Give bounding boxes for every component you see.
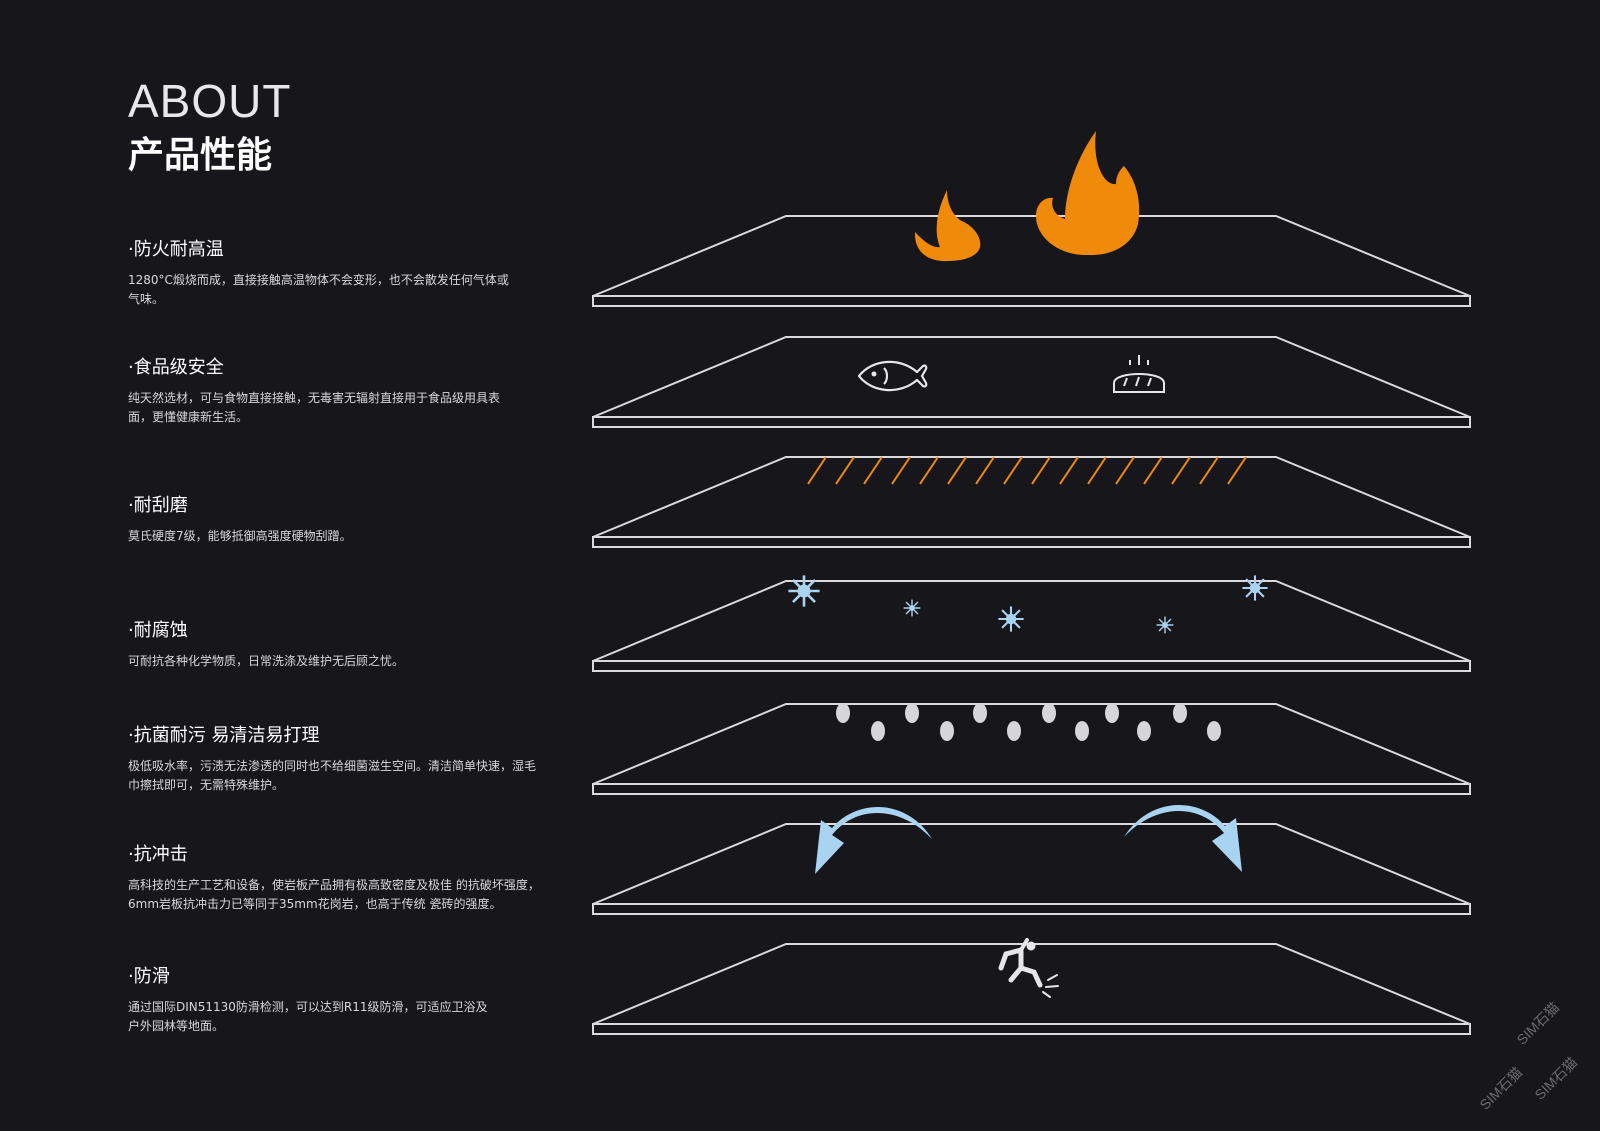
page-title: 产品性能: [128, 135, 273, 176]
sparkle-icon: [997, 605, 1025, 633]
scratch-line: [835, 456, 855, 485]
scratch-line: [1059, 456, 1079, 485]
fish-icon: [857, 360, 928, 392]
scratch-line: [1199, 456, 1219, 485]
scratch-line: [1171, 456, 1191, 485]
droplet: [1207, 721, 1221, 741]
scratch-line: [891, 456, 911, 485]
scratch-line: [1115, 456, 1135, 485]
eyebrow-heading: ABOUT: [128, 75, 292, 127]
feature-title: ·抗菌耐污 易清洁易打理: [128, 725, 320, 746]
sparkle-icon: [787, 574, 821, 608]
feature-description: 极低吸水率，污渍无法渗透的同时也不给细菌滋生空间。清洁简单快速，湿毛巾擦拭即可，…: [128, 759, 537, 792]
flame-icon: [1036, 131, 1140, 256]
feature-antibacterial: ·抗菌耐污 易清洁易打理 极低吸水率，污渍无法渗透的同时也不给细菌滋生空间。清洁…: [128, 727, 578, 795]
scratch-line: [1143, 456, 1163, 485]
feature-description: 1280°C煅烧而成，直接接触高温物体不会变形，也不会散发任何气体或气味。: [128, 273, 509, 306]
feature-corrosion-resistant: ·耐腐蚀 可耐抗各种化学物质，日常洗涤及维护无后顾之忧。: [128, 622, 578, 671]
feature-impact-resistant: ·抗冲击 高科技的生产工艺和设备，使岩板产品拥有极高致密度及极佳 的抗破坏强度，…: [128, 846, 578, 914]
scratch-line: [1031, 456, 1051, 485]
scratch-line: [863, 456, 883, 485]
feature-title: ·防火耐高温: [128, 239, 224, 260]
scratch-line: [1087, 456, 1107, 485]
scratch-line: [975, 456, 995, 485]
scratch-line: [1227, 456, 1247, 485]
feature-fireproof: ·防火耐高温 1280°C煅烧而成，直接接触高温物体不会变形，也不会散发任何气体…: [128, 241, 578, 309]
feature-title: ·耐腐蚀: [128, 620, 188, 641]
feature-anti-slip: ·防滑 通过国际DIN51130防滑检测，可以达到R11级防滑，可适应卫浴及户外…: [128, 968, 578, 1036]
feature-title: ·防滑: [128, 966, 170, 987]
sparkle-icon: [902, 598, 922, 618]
feature-description: 通过国际DIN51130防滑检测，可以达到R11级防滑，可适应卫浴及户外园林等地…: [128, 1000, 488, 1033]
scratch-line: [919, 456, 939, 485]
feature-title: ·抗冲击: [128, 844, 188, 865]
scratch-line: [947, 456, 967, 485]
droplet: [871, 721, 885, 741]
droplet-icon: [836, 703, 1221, 741]
droplet: [1042, 703, 1056, 723]
feature-description: 可耐抗各种化学物质，日常洗涤及维护无后顾之忧。: [128, 654, 405, 668]
scratch-line: [807, 456, 827, 485]
slab-scratch-resistant: [592, 456, 1471, 548]
droplet: [1105, 703, 1119, 723]
droplet: [1007, 721, 1021, 741]
droplet: [940, 721, 954, 741]
droplet: [905, 703, 919, 723]
slipping-person-icon: [998, 938, 1059, 998]
droplet: [1075, 721, 1089, 741]
slab-corrosion-resistant: [592, 574, 1471, 672]
slab-food-safe: [592, 336, 1471, 428]
slab-antibacterial: [592, 703, 1471, 795]
bread-icon: [1113, 355, 1165, 393]
feature-description: 高科技的生产工艺和设备，使岩板产品拥有极高致密度及极佳 的抗破坏强度，6mm岩板…: [128, 878, 540, 911]
curved-arrow-icon: [815, 807, 932, 874]
feature-title: ·食品级安全: [128, 357, 224, 378]
feature-description: 纯天然选材，可与食物直接接触，无毒害无辐射直接用于食品级用具表面，更懂健康新生活…: [128, 391, 501, 424]
droplet: [1173, 703, 1187, 723]
sparkle-icon: [1155, 615, 1175, 635]
slab-fireproof: [592, 131, 1471, 307]
scratch-line: [1003, 456, 1023, 485]
feature-scratch-resistant: ·耐刮磨 莫氏硬度7级，能够抵御高强度硬物刮蹭。: [128, 497, 578, 546]
flame-icon: [914, 190, 981, 262]
scratch-lines-icon: [807, 456, 1247, 485]
droplet: [1137, 721, 1151, 741]
feature-title: ·耐刮磨: [128, 495, 188, 516]
sparkle-icon: [1241, 574, 1269, 602]
curved-arrow-icon: [1124, 805, 1242, 872]
slab-anti-slip: [592, 938, 1471, 1035]
feature-description: 莫氏硬度7级，能够抵御高强度硬物刮蹭。: [128, 529, 352, 543]
feature-food-safe: ·食品级安全 纯天然选材，可与食物直接接触，无毒害无辐射直接用于食品级用具表面，…: [128, 359, 578, 427]
droplet: [973, 703, 987, 723]
slab-impact-resistant: [592, 805, 1471, 915]
droplet: [836, 703, 850, 723]
